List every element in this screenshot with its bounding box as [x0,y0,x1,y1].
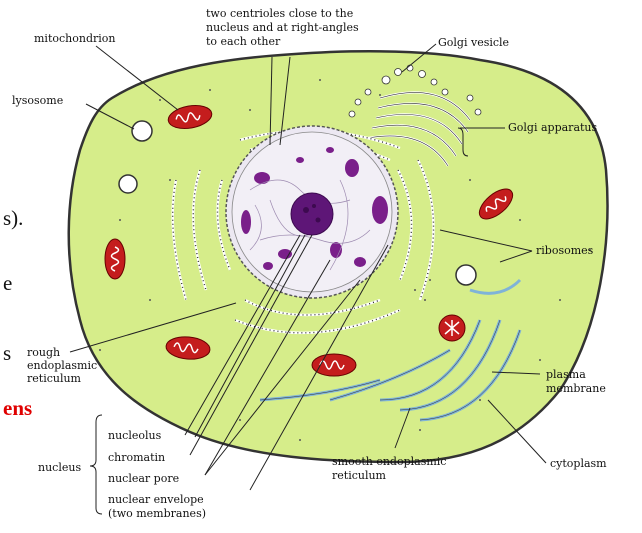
label-rough-er-line1: rough [27,346,60,359]
lysosome-1 [132,121,152,141]
label-plasma-membrane-line2: membrane [546,382,606,395]
vesicle-2 [456,265,476,285]
label-centrioles-line3: to each other [206,35,281,48]
mitochondrion-6 [439,315,465,341]
label-ribosomes: ribosomes [536,244,594,257]
label-nucleolus: nucleolus [108,429,162,442]
label-centrioles-line2: nucleus and at right-angles [206,21,359,34]
mitochondrion-4 [312,354,356,376]
label-nuclear-pore: nuclear pore [108,472,179,485]
label-golgi-vesicle: Golgi vesicle [438,36,509,49]
text-fragment-2: e [3,271,12,295]
label-chromatin: chromatin [108,451,165,464]
label-mitochondrion: mitochondrion [34,32,115,45]
label-nucleus: nucleus [38,461,81,474]
text-fragment-1: s). [3,206,23,230]
label-smooth-er-line1: smooth endoplasmic [332,455,446,468]
text-fragment-3: s [3,341,11,365]
label-golgi-apparatus: Golgi apparatus [508,121,598,134]
label-cytoplasm: cytoplasm [550,457,607,470]
mitochondrion-2 [105,239,125,279]
label-nuclear-envelope-line1: nuclear envelope [108,493,204,506]
text-fragment-red: ens [3,396,32,420]
label-centrioles-line1: two centrioles close to the [206,7,353,20]
label-rough-er-line2: endoplasmic [27,359,97,372]
label-plasma-membrane-line1: plasma [546,368,586,381]
label-rough-er-line3: reticulum [27,372,82,385]
label-lysosome: lysosome [12,94,63,107]
label-smooth-er-line2: reticulum [332,469,387,482]
nucleolus [291,193,333,235]
vesicle-1 [119,175,137,193]
label-nuclear-envelope-line2: (two membranes) [108,507,206,520]
